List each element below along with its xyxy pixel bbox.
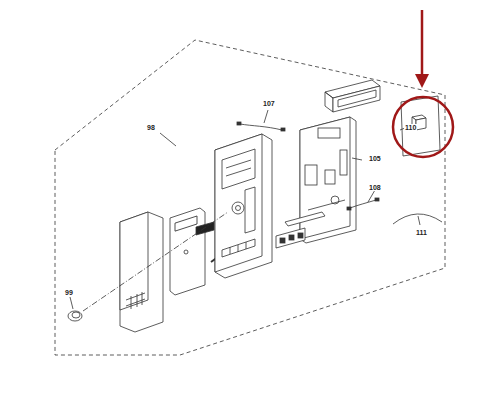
callout-number: 105 [368, 155, 382, 162]
control-panel-frame [215, 134, 272, 278]
display-window [196, 222, 214, 235]
highlight-circle [393, 97, 453, 157]
callout-number: 107 [262, 100, 276, 107]
wire-harness [347, 190, 379, 210]
control-board [300, 117, 362, 243]
callout-number: 99 [64, 289, 74, 296]
wire-harness [237, 110, 285, 131]
highlight-arrow [415, 10, 429, 88]
callout-number: 98 [146, 124, 156, 131]
door-panel [120, 212, 163, 332]
leader-line [160, 133, 176, 146]
display-module [325, 80, 380, 112]
callout-number: 111 [415, 229, 428, 236]
membrane-plate [170, 208, 205, 295]
callout-number: 110 [404, 124, 417, 131]
callout-number: 108 [368, 184, 382, 191]
knob [68, 212, 228, 321]
cable-clip [393, 214, 442, 224]
leader-line [418, 216, 420, 225]
assembly-outline [55, 40, 445, 355]
sensor-plate [400, 96, 440, 156]
button-strip [276, 228, 305, 248]
connector-strip [285, 212, 325, 226]
